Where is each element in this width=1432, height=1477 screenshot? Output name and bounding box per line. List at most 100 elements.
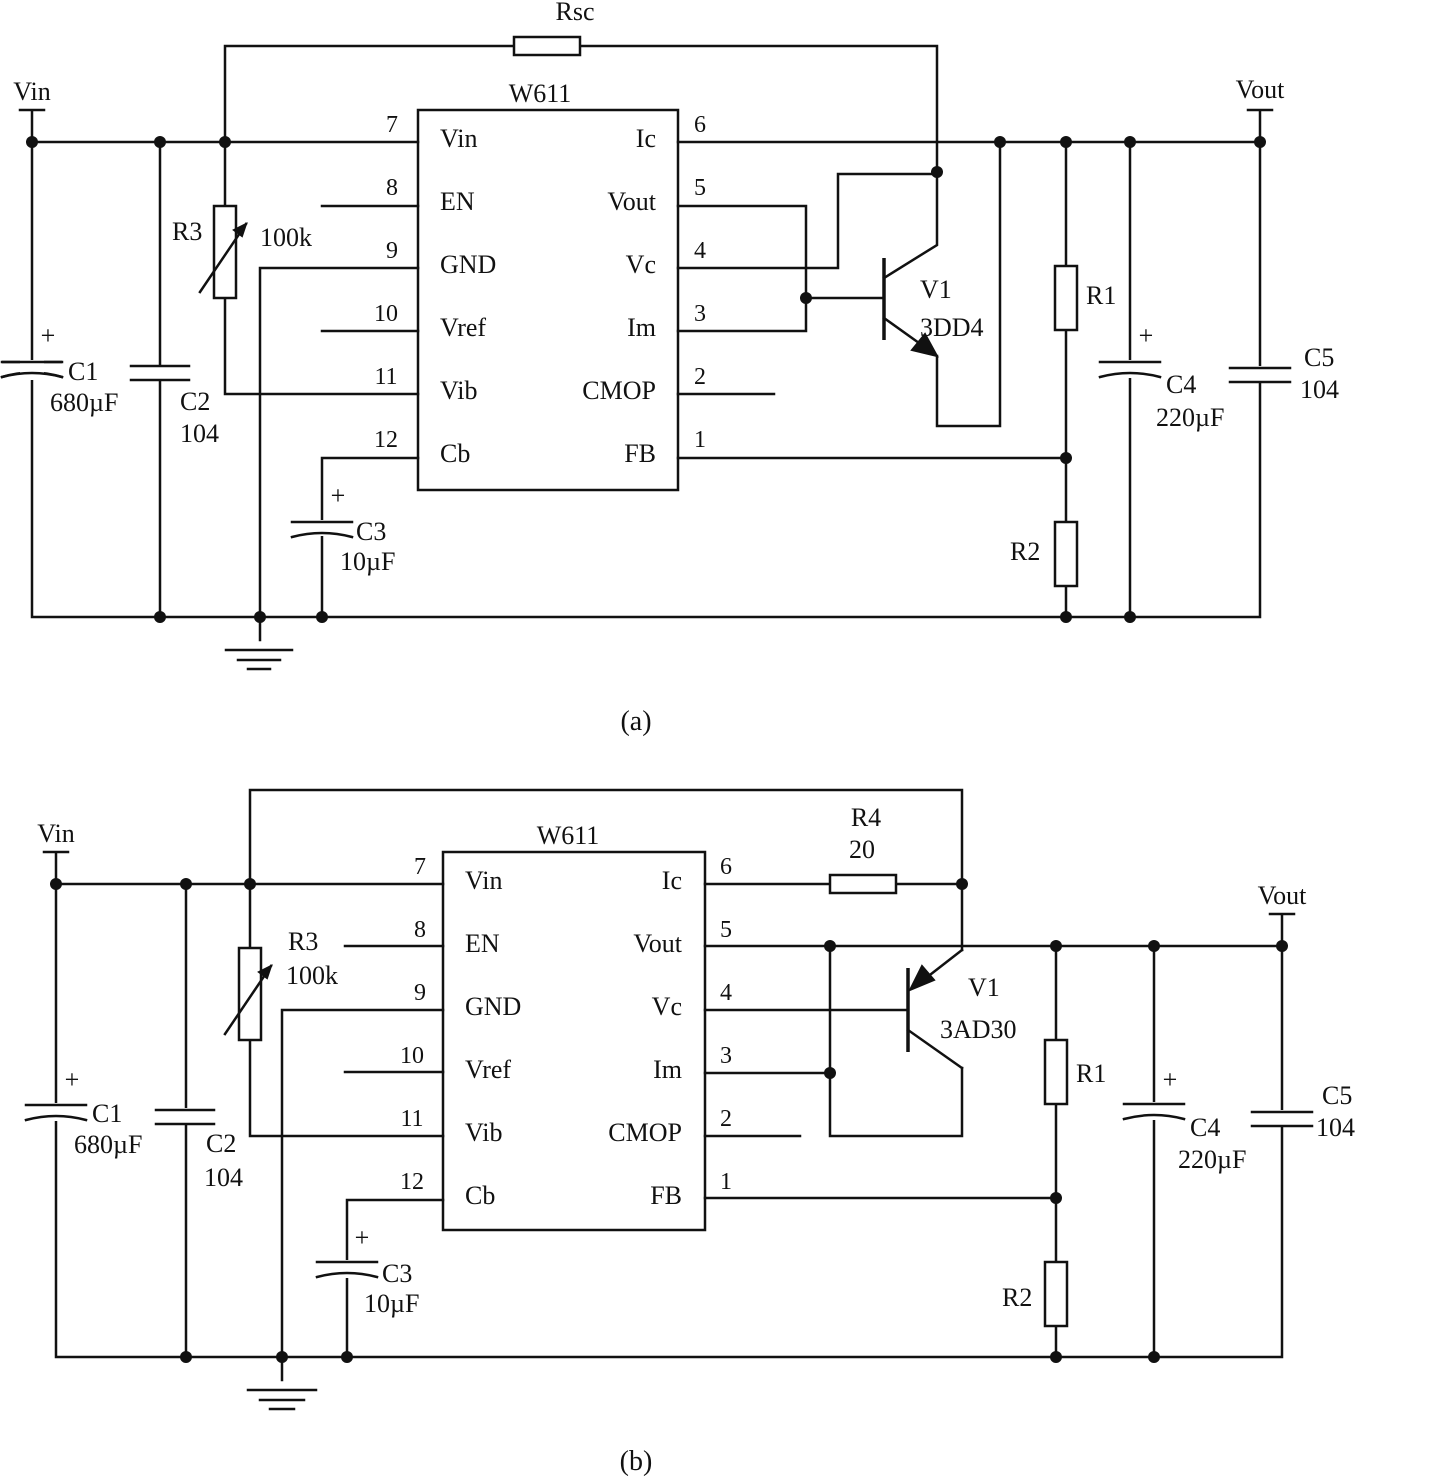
r3-arrow-a xyxy=(232,222,248,238)
c3-name-b: C3 xyxy=(382,1259,412,1288)
pin-name-b-ic: Ic xyxy=(662,866,682,895)
pin-num-a-2: 2 xyxy=(694,364,706,390)
r3-wire-a xyxy=(223,140,420,396)
c4-plus-b: + xyxy=(1163,1065,1178,1094)
pin-num-b-10: 10 xyxy=(400,1043,424,1069)
c2-value-b: 104 xyxy=(204,1163,243,1192)
pin-name-b-im: Im xyxy=(653,1055,682,1084)
pin-name-b-gnd: GND xyxy=(465,992,521,1021)
pin-num-b-8: 8 xyxy=(414,917,426,943)
c3-value-a: 10µF xyxy=(340,547,395,576)
r1-body-a xyxy=(1053,264,1079,332)
pin-name-a-cb: Cb xyxy=(440,439,470,468)
ic-title-b: W611 xyxy=(537,821,600,850)
rsc-wire-a xyxy=(223,44,939,174)
c1-name-b: C1 xyxy=(92,1099,122,1128)
c1-plus-a: + xyxy=(41,321,56,350)
gnd-pin-wire-b xyxy=(280,1008,445,1382)
pin-num-b-2: 2 xyxy=(720,1106,732,1132)
pin-num-a-3: 3 xyxy=(694,301,706,327)
c1-value-a: 680µF xyxy=(50,388,118,417)
v1-collector-b xyxy=(906,1028,964,1070)
ic-title-a: W611 xyxy=(509,79,572,108)
c5-value-b: 104 xyxy=(1316,1113,1355,1142)
r3-value-b: 100k xyxy=(286,961,338,990)
vc-wire-a xyxy=(676,172,939,270)
r1-label-a: R1 xyxy=(1086,281,1116,310)
pin-name-b-vib: Vib xyxy=(465,1118,502,1147)
pin-num-a-4: 4 xyxy=(694,238,706,264)
caption-a: (a) xyxy=(620,706,651,737)
v1-emitter-arrow-b xyxy=(907,964,936,992)
v1-name-b: V1 xyxy=(968,973,1000,1002)
vout-label-b: Vout xyxy=(1258,881,1307,910)
pin-name-a-im: Im xyxy=(627,313,656,342)
c5-value-a: 104 xyxy=(1300,375,1339,404)
pin-name-a-vib: Vib xyxy=(440,376,477,405)
c4-name-a: C4 xyxy=(1166,370,1196,399)
pin-name-a-en: EN xyxy=(440,187,475,216)
ic-w611-a xyxy=(416,108,680,492)
pin-num-a-11: 11 xyxy=(374,364,397,390)
pin-name-a-fb: FB xyxy=(624,439,656,468)
pin-num-b-9: 9 xyxy=(414,980,426,1006)
pin-num-a-10: 10 xyxy=(374,301,398,327)
r2-label-b: R2 xyxy=(1002,1283,1032,1312)
pin-name-b-vref: Vref xyxy=(465,1055,511,1084)
pin-num-b-6: 6 xyxy=(720,854,732,880)
pin-num-b-7: 7 xyxy=(414,854,426,880)
r1-label-b: R1 xyxy=(1076,1059,1106,1088)
pin-name-b-cb: Cb xyxy=(465,1181,495,1210)
vout-rail-a xyxy=(676,108,1274,144)
c4-value-a: 220µF xyxy=(1156,403,1224,432)
im-loop-b xyxy=(703,944,964,1138)
pin-name-a-ic: Ic xyxy=(636,124,656,153)
r3-value-a: 100k xyxy=(260,223,312,252)
r4-value-b: 20 xyxy=(849,835,875,864)
r4-name-b: R4 xyxy=(851,803,881,832)
pin-name-b-vin: Vin xyxy=(465,866,502,895)
pin-num-a-7: 7 xyxy=(386,112,398,138)
r1-body-b xyxy=(1043,1038,1069,1106)
c5-plates-b xyxy=(1250,1110,1314,1128)
c4-value-b: 220µF xyxy=(1178,1145,1246,1174)
pin-name-a-vin: Vin xyxy=(440,124,477,153)
pin-num-b-3: 3 xyxy=(720,1043,732,1069)
pin-num-a-9: 9 xyxy=(386,238,398,264)
circuit-b: W611 Vin EN GND Vref Vib Cb Ic Vout Vc I… xyxy=(24,788,1355,1477)
c2-name-b: C2 xyxy=(206,1129,236,1158)
vin-rail-b xyxy=(42,850,445,886)
r2-body-b xyxy=(1043,1260,1069,1328)
pin-name-a-cmop: CMOP xyxy=(582,376,656,405)
pin-num-a-1: 1 xyxy=(694,427,706,453)
r2-body-a xyxy=(1053,520,1079,588)
c3-name-a: C3 xyxy=(356,517,386,546)
pin-name-b-cmop: CMOP xyxy=(608,1118,682,1147)
gnd-pin-wire-a xyxy=(258,266,420,642)
pin-name-a-vout: Vout xyxy=(607,187,656,216)
cb-wire-b xyxy=(345,1198,445,1359)
pin-name-b-fb: FB xyxy=(650,1181,682,1210)
r3-arrow-b xyxy=(257,964,273,980)
pin-num-a-5: 5 xyxy=(694,175,706,201)
pin-name-a-gnd: GND xyxy=(440,250,496,279)
vout-rail-b xyxy=(703,912,1296,948)
pin-num-a-8: 8 xyxy=(386,175,398,201)
pin-name-a-vref: Vref xyxy=(440,313,486,342)
c2-value-a: 104 xyxy=(180,419,219,448)
pin-num-b-1: 1 xyxy=(720,1169,732,1195)
caption-b: (b) xyxy=(620,1446,653,1477)
pin-name-a-vc: Vc xyxy=(626,250,656,279)
rsc-label-a: Rsc xyxy=(556,0,595,26)
top-loop-b xyxy=(248,788,964,952)
vin-label-a: Vin xyxy=(13,77,50,106)
c2-plates-a xyxy=(129,364,191,382)
r3-wire-b xyxy=(248,882,445,1138)
pin-num-b-12: 12 xyxy=(400,1169,424,1195)
r2-label-a: R2 xyxy=(1010,537,1040,566)
c3-plus-a: + xyxy=(331,481,346,510)
circuit-a: W611 Vin EN GND Vref Vib Cb Ic Vout Vc I… xyxy=(0,0,1339,737)
v1-collector-a xyxy=(882,170,939,280)
c2-plates-b xyxy=(154,1108,216,1126)
